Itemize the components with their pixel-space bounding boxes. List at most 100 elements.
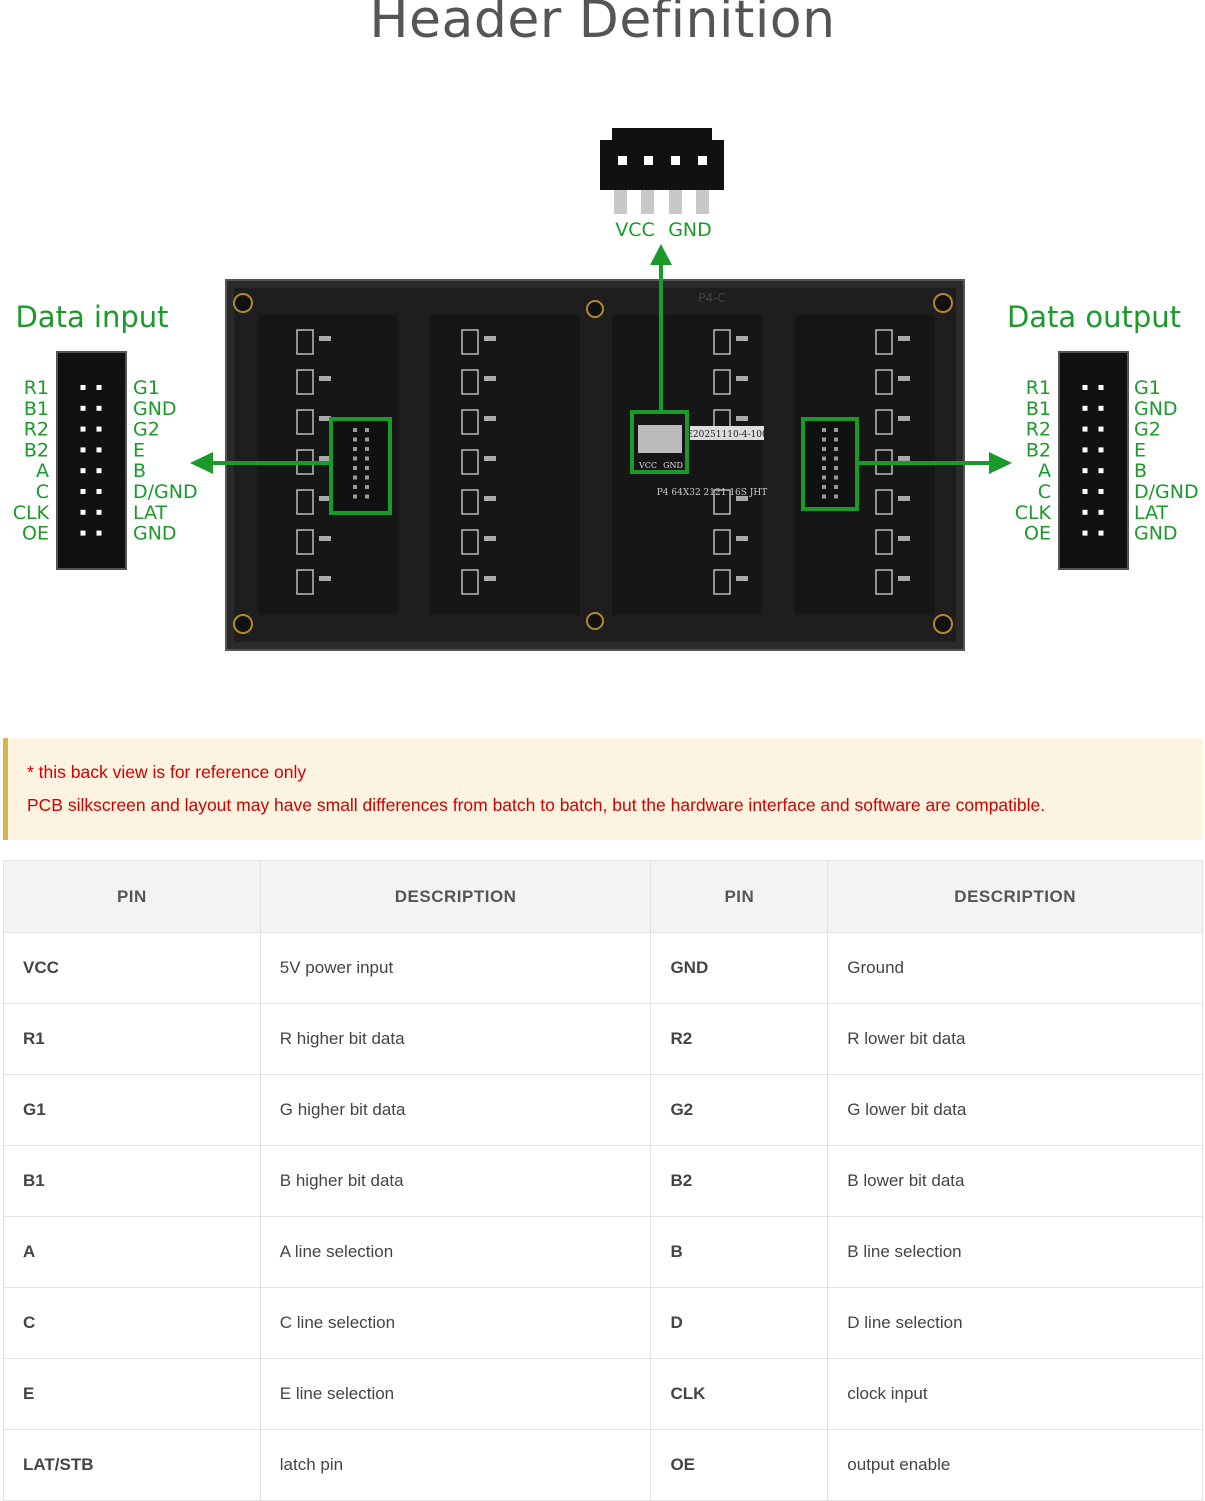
data-input-title: Data input	[15, 300, 168, 334]
driver-chip	[296, 529, 314, 555]
board-pin	[834, 447, 838, 451]
board-pin	[353, 428, 357, 432]
driver-chip	[296, 329, 314, 355]
header-pin: PIN	[3, 860, 261, 933]
pin-name-cell: B	[650, 1216, 829, 1288]
pin-dot	[80, 405, 86, 411]
smd-component	[736, 576, 748, 581]
smd-component	[898, 536, 910, 541]
pin-label: G2	[133, 419, 160, 441]
pin-name-cell: G1	[3, 1074, 261, 1146]
board-pin	[365, 475, 369, 480]
pin-dot	[80, 530, 86, 536]
data-output-title: Data output	[1007, 300, 1181, 334]
pin-label: B2	[24, 439, 49, 461]
pin-dot	[80, 509, 86, 515]
pin-label: E	[133, 439, 145, 461]
pin-dot	[96, 489, 102, 494]
pin-dot	[80, 426, 86, 432]
driver-chip	[296, 569, 314, 595]
power-label-gnd: GND	[668, 219, 712, 241]
smd-component	[898, 416, 910, 421]
smd-component	[736, 376, 748, 381]
pin-dot	[1098, 489, 1104, 494]
pin-label: R1	[1026, 377, 1051, 399]
data-input-connector	[56, 351, 127, 570]
pin-name-cell: VCC	[3, 932, 261, 1004]
power-label-vcc: VCC	[615, 219, 655, 241]
driver-chip	[713, 369, 731, 395]
pin-label: GND	[133, 523, 177, 545]
pin-label: G2	[1134, 419, 1161, 441]
smd-component	[484, 336, 496, 341]
pin-name-cell: LAT/STB	[3, 1429, 261, 1501]
power-connector	[600, 128, 724, 214]
table-header-row: PIN DESCRIPTION PIN DESCRIPTION	[3, 860, 1203, 933]
note-line-2: PCB silkscreen and layout may have small…	[27, 795, 1046, 815]
pin-label: OE	[22, 523, 49, 545]
smd-component	[484, 576, 496, 581]
driver-chip	[713, 489, 731, 515]
pin-dot	[1082, 405, 1088, 411]
driver-chip	[296, 409, 314, 435]
board-pin	[365, 456, 369, 461]
board-pin	[353, 466, 357, 470]
board-pin	[822, 475, 826, 480]
smd-component	[484, 376, 496, 381]
pin-label: B2	[1026, 439, 1051, 461]
data-input-pin-dots	[80, 385, 102, 536]
smd-component	[484, 416, 496, 421]
pin-dot	[1082, 468, 1088, 474]
pin-description-cell: A line selection	[259, 1216, 652, 1288]
pin-label: D/GND	[133, 481, 198, 503]
pin-description-cell: G lower bit data	[827, 1074, 1203, 1146]
board-pin	[353, 437, 357, 442]
pin-dot	[96, 426, 102, 432]
smd-component	[319, 536, 331, 541]
smd-component	[484, 456, 496, 461]
pin-dot	[1082, 426, 1088, 432]
driver-chip	[875, 329, 893, 355]
pin-dot	[1082, 385, 1088, 390]
pin-label: B1	[24, 398, 49, 420]
pin-name-cell: R1	[3, 1003, 261, 1075]
board-pin	[834, 475, 838, 480]
board-gnd-label: GND	[663, 461, 683, 470]
pin-dot	[1098, 447, 1104, 453]
smd-component	[736, 336, 748, 341]
smd-component	[736, 496, 748, 501]
smd-component	[898, 376, 910, 381]
pin-label: G1	[133, 377, 160, 399]
board-pin	[353, 494, 357, 499]
smd-component	[319, 456, 331, 461]
board-pin	[353, 475, 357, 480]
pin-description-cell: B lower bit data	[827, 1145, 1203, 1217]
smd-component	[319, 576, 331, 581]
board-pin	[822, 456, 826, 461]
board-pin	[365, 428, 369, 432]
pin-label: GND	[1134, 523, 1178, 545]
header-pin: PIN	[650, 860, 829, 933]
pin-name-cell: C	[3, 1287, 261, 1359]
smd-component	[319, 336, 331, 341]
pin-label: CLK	[1015, 502, 1052, 524]
driver-chip	[875, 369, 893, 395]
board-model-label: P4 64X32 2121 16S JHT	[657, 488, 768, 498]
driver-chip	[461, 329, 479, 355]
pin-description-cell: latch pin	[259, 1429, 652, 1501]
pin-label: D/GND	[1134, 481, 1199, 503]
pin-dot	[1098, 468, 1104, 474]
pin-label: B	[133, 460, 146, 482]
pin-dot	[96, 385, 102, 390]
smd-component	[484, 536, 496, 541]
pin-label: R2	[1026, 419, 1051, 441]
pin-dot	[96, 405, 102, 411]
pin-label: E	[1134, 439, 1146, 461]
pin-description-cell: R lower bit data	[827, 1003, 1203, 1075]
